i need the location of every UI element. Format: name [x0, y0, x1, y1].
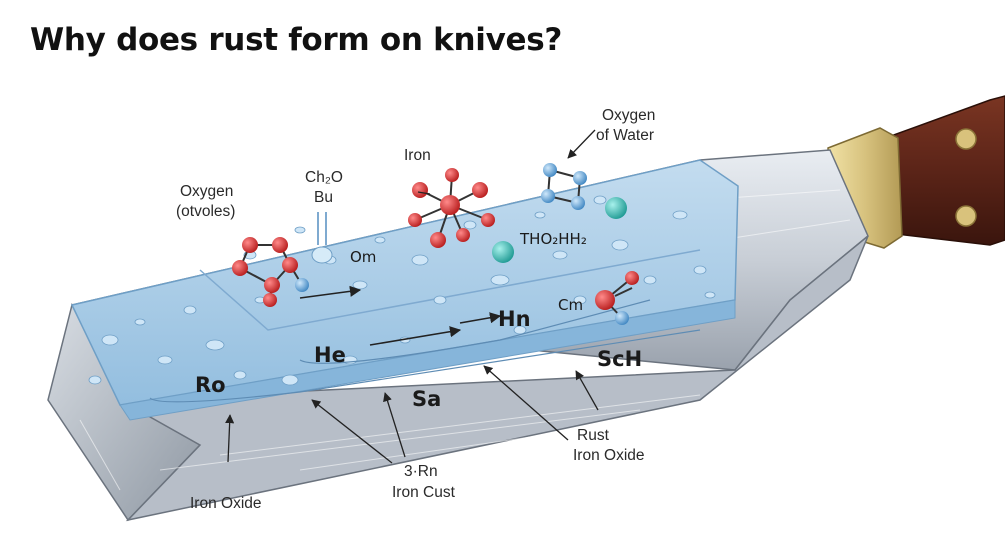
- cm-molecule: [595, 271, 639, 325]
- label-sch: ScH: [597, 347, 642, 371]
- svg-text:Oxygen: Oxygen: [180, 183, 233, 200]
- svg-text:Ch₂O: Ch₂O: [305, 169, 343, 186]
- svg-text:Iron Oxide: Iron Oxide: [573, 447, 645, 464]
- label-he: He: [314, 343, 346, 367]
- label-rust-iron-oxide: Rust Iron Oxide: [573, 427, 645, 464]
- label-iron: Iron: [404, 147, 431, 164]
- page-title: Why does rust form on knives?: [30, 22, 563, 58]
- label-ch2o: Ch₂O Bu: [305, 169, 343, 206]
- droplet-icon: [311, 212, 333, 264]
- label-sa: Sa: [412, 387, 441, 411]
- label-oxygen-otvoles: Oxygen (otvoles): [176, 183, 235, 220]
- oxygen-ring-molecule: [232, 237, 309, 307]
- water-molecule: [541, 163, 627, 219]
- rivet-icon: [955, 205, 977, 227]
- label-rn-iron-cust: 3·Rn Iron Cust: [392, 463, 456, 501]
- svg-text:Oxygen: Oxygen: [602, 107, 655, 124]
- rivet-icon: [955, 128, 977, 150]
- label-iron-oxide: Iron Oxide: [190, 495, 262, 512]
- label-ro: Ro: [195, 373, 226, 397]
- label-tho2hh2: THO₂HH₂: [519, 230, 587, 248]
- label-hn: Hn: [498, 307, 531, 331]
- svg-text:Bu: Bu: [314, 189, 333, 206]
- label-om: Om: [350, 248, 376, 266]
- teal-atom-icon: [492, 241, 514, 263]
- svg-text:Iron Cust: Iron Cust: [392, 484, 456, 501]
- label-cm: Cm: [558, 296, 583, 314]
- water-layer: [70, 159, 739, 421]
- svg-text:3·Rn: 3·Rn: [404, 463, 438, 480]
- svg-text:Rust: Rust: [577, 427, 610, 444]
- svg-text:(otvoles): (otvoles): [176, 203, 235, 220]
- svg-text:of Water: of Water: [596, 127, 654, 144]
- iron-molecule: [408, 168, 495, 248]
- label-oxygen-of-water: Oxygen of Water: [596, 107, 655, 144]
